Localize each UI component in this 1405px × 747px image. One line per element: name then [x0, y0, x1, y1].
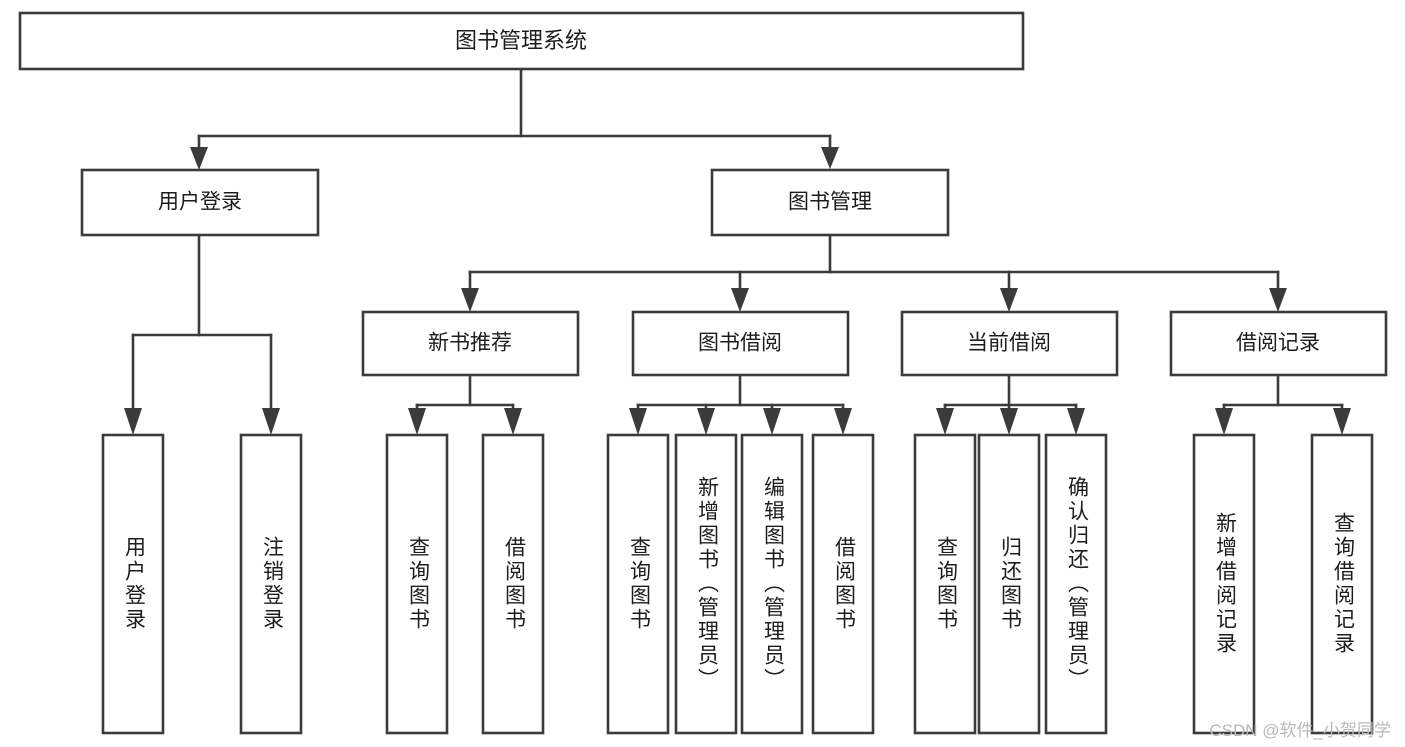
arrowhead-leaf-return-book	[1000, 408, 1018, 435]
node-leaf-query-book-3-label: 查询图书	[934, 536, 958, 632]
node-user-login-label: 用户登录	[158, 191, 242, 214]
connector-root-to-level2	[190, 67, 839, 170]
node-leaf-query-book-2-label: 查询图书	[627, 536, 651, 632]
node-leaf-query-book-1-box[interactable]	[385, 433, 449, 735]
node-new-book-recommend[interactable]: 新书推荐	[361, 310, 580, 377]
node-leaf-borrow-book-2-label: 借阅图书	[832, 536, 856, 632]
node-leaf-return-book-box[interactable]	[977, 433, 1041, 735]
node-leaf-user-login[interactable]: 用户登录	[101, 433, 165, 735]
node-user-login-box[interactable]	[80, 168, 320, 237]
node-leaf-query-record-label: 查询借阅记录	[1331, 512, 1355, 656]
node-root-box[interactable]	[18, 11, 1025, 71]
node-leaf-query-record-box[interactable]	[1310, 433, 1374, 735]
arrowhead-new-book-recommend	[461, 288, 479, 312]
node-leaf-add-book-label: 新增图书（管理员）	[695, 476, 719, 692]
node-leaf-logout-login[interactable]: 注销登录	[239, 433, 303, 735]
arrowhead-leaf-user-login	[124, 408, 142, 435]
node-leaf-query-book-2-box[interactable]	[606, 433, 670, 735]
arrowhead-leaf-query-book-2	[629, 408, 647, 435]
node-leaf-edit-book-box[interactable]	[740, 433, 804, 735]
arrowhead-leaf-borrow-book-2	[834, 408, 852, 435]
node-book-manage[interactable]: 图书管理	[710, 168, 950, 237]
node-leaf-query-book-2[interactable]: 查询图书	[606, 433, 670, 735]
node-leaf-query-book-3[interactable]: 查询图书	[913, 433, 977, 735]
arrowhead-current-borrow	[1000, 288, 1018, 312]
node-borrow-record-label: 借阅记录	[1236, 332, 1320, 355]
node-book-manage-box[interactable]	[710, 168, 950, 237]
connector-book-borrow-to-leaves	[629, 373, 852, 435]
arrowhead-book-manage	[821, 147, 839, 169]
node-leaf-logout-login-box[interactable]	[239, 433, 303, 735]
node-leaf-confirm-return[interactable]: 确认归还（管理员）	[1044, 433, 1108, 735]
arrowhead-leaf-query-book-3	[936, 408, 954, 435]
node-current-borrow-box[interactable]	[900, 310, 1119, 377]
node-current-borrow-label: 当前借阅	[967, 332, 1051, 355]
node-leaf-edit-book[interactable]: 编辑图书（管理员）	[740, 433, 804, 735]
node-leaf-borrow-book-2-box[interactable]	[811, 433, 875, 735]
node-leaf-user-login-box[interactable]	[101, 433, 165, 735]
node-new-book-recommend-box[interactable]	[361, 310, 580, 377]
node-leaf-query-book-1-label: 查询图书	[406, 536, 430, 632]
node-book-borrow-box[interactable]	[631, 310, 850, 377]
arrowhead-leaf-add-record	[1215, 408, 1233, 435]
node-leaf-add-book-box[interactable]	[674, 433, 738, 735]
arrowhead-book-borrow	[731, 288, 749, 312]
connector-user-login-to-leaves	[124, 233, 280, 435]
node-leaf-borrow-book-1-box[interactable]	[481, 433, 545, 735]
node-leaf-confirm-return-label: 确认归还（管理员）	[1065, 476, 1089, 692]
node-leaf-add-record-label: 新增借阅记录	[1213, 512, 1237, 656]
node-current-borrow[interactable]: 当前借阅	[900, 310, 1119, 377]
arrowhead-leaf-edit-book	[763, 408, 781, 435]
node-leaf-add-record-box[interactable]	[1192, 433, 1256, 735]
arrowhead-leaf-add-book	[697, 408, 715, 435]
connector-book-manage-to-level3	[461, 232, 1287, 312]
node-borrow-record-box[interactable]	[1169, 310, 1388, 377]
node-new-book-recommend-label: 新书推荐	[428, 332, 512, 355]
arrowhead-leaf-query-record	[1333, 408, 1351, 435]
node-leaf-user-login-label: 用户登录	[122, 536, 146, 632]
node-root-label: 图书管理系统	[455, 28, 587, 53]
csdn-watermark: CSDN @软件_小贺同学	[1209, 721, 1391, 740]
node-leaf-confirm-return-box[interactable]	[1044, 433, 1108, 735]
node-book-borrow[interactable]: 图书借阅	[631, 310, 850, 377]
node-leaf-query-book-1[interactable]: 查询图书	[385, 433, 449, 735]
connector-current-borrow-to-leaves	[936, 373, 1085, 435]
node-leaf-logout-login-label: 注销登录	[260, 536, 284, 632]
node-leaf-add-record[interactable]: 新增借阅记录	[1192, 433, 1256, 735]
node-book-borrow-label: 图书借阅	[698, 332, 782, 355]
arrowhead-leaf-query-book-1	[408, 408, 426, 435]
arrowhead-leaf-borrow-book-1	[504, 408, 522, 435]
node-leaf-query-book-3-box[interactable]	[913, 433, 977, 735]
node-root[interactable]: 图书管理系统	[18, 11, 1025, 71]
node-leaf-add-book[interactable]: 新增图书（管理员）	[674, 433, 738, 735]
node-user-login[interactable]: 用户登录	[80, 168, 320, 237]
arrowhead-borrow-record	[1269, 288, 1287, 312]
connector-borrow-record-to-leaves	[1215, 373, 1351, 435]
node-borrow-record[interactable]: 借阅记录	[1169, 310, 1388, 377]
node-leaf-return-book[interactable]: 归还图书	[977, 433, 1041, 735]
connector-new-book-to-leaves	[408, 373, 522, 435]
node-leaf-query-record[interactable]: 查询借阅记录	[1310, 433, 1374, 735]
node-leaf-borrow-book-1-label: 借阅图书	[502, 536, 526, 632]
node-leaf-return-book-label: 归还图书	[998, 536, 1022, 632]
arrowhead-leaf-logout-login	[262, 408, 280, 435]
node-leaf-borrow-book-1[interactable]: 借阅图书	[481, 433, 545, 735]
arrowhead-user-login	[190, 147, 208, 170]
node-leaf-edit-book-label: 编辑图书（管理员）	[761, 476, 785, 692]
node-leaf-borrow-book-2[interactable]: 借阅图书	[811, 433, 875, 735]
node-book-manage-label: 图书管理	[788, 191, 872, 214]
arrowhead-leaf-confirm-return	[1067, 408, 1085, 435]
